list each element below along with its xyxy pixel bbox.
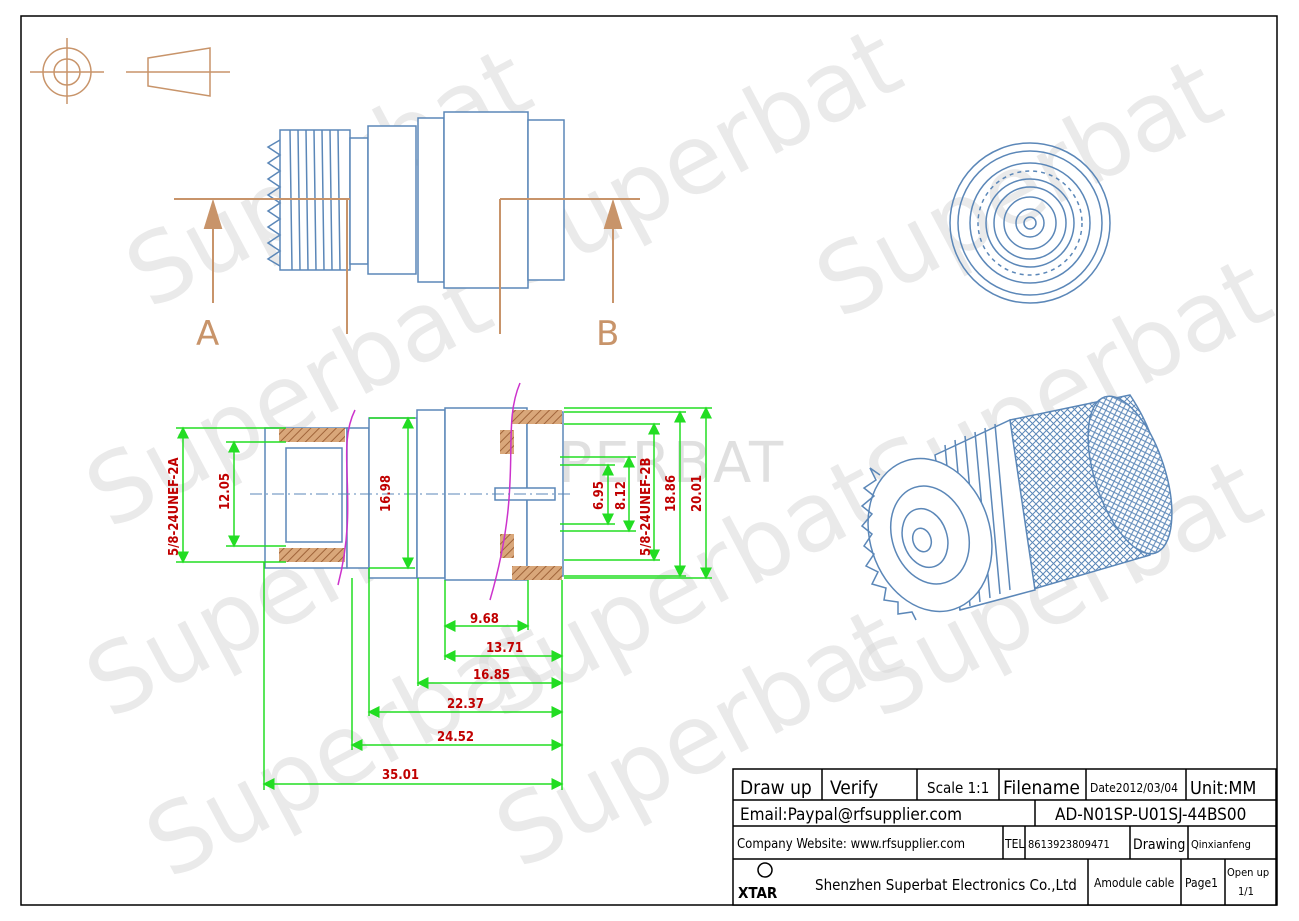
dim-thread-left: 5/8-24UNEF-2A bbox=[167, 457, 182, 556]
section-markers bbox=[174, 198, 640, 334]
break-lines bbox=[337, 382, 521, 601]
dimension-texts: 5/8-24UNEF-2A 12.05 16.98 6.95 8.12 5/8-… bbox=[167, 457, 705, 783]
title-block-text: Draw up Verify Scale 1:1 Filename Date20… bbox=[737, 777, 1269, 902]
dimension-lines bbox=[176, 406, 712, 790]
tb-unit: Unit:MM bbox=[1190, 778, 1256, 799]
tb-company: Shenzhen Superbat Electronics Co.,Ltd bbox=[815, 876, 1077, 894]
dim-16-98: 16.98 bbox=[379, 475, 394, 512]
dim-22-37: 22.37 bbox=[447, 697, 484, 712]
drawing-border bbox=[20, 15, 1278, 906]
dim-8-12: 8.12 bbox=[614, 481, 629, 510]
tb-logo: XTAR bbox=[738, 884, 778, 902]
tb-email: Email:Paypal@rfsupplier.com bbox=[740, 805, 962, 825]
section-label-b: B bbox=[596, 314, 619, 354]
tb-tel-label: TEL bbox=[1004, 837, 1024, 851]
dim-thread-right: 5/8-24UNEF-2B bbox=[639, 457, 654, 556]
perspective-view bbox=[860, 394, 1173, 621]
tb-filename: Filename bbox=[1003, 777, 1080, 799]
dim-18-86: 18.86 bbox=[664, 475, 679, 512]
xtar-logo-icon bbox=[757, 862, 773, 878]
tb-scale: Scale 1:1 bbox=[927, 779, 989, 797]
end-view bbox=[949, 142, 1111, 304]
tb-cable: Amodule cable bbox=[1094, 876, 1175, 890]
dim-16-85: 16.85 bbox=[473, 668, 510, 683]
dim-6-95: 6.95 bbox=[592, 481, 607, 510]
dim-20-01: 20.01 bbox=[690, 475, 705, 512]
tb-drawer: Qinxianfeng bbox=[1191, 838, 1251, 851]
tb-sheets: 1/1 bbox=[1238, 885, 1254, 898]
dim-35-01: 35.01 bbox=[382, 768, 419, 783]
projection-symbol bbox=[30, 38, 230, 104]
tb-part-no: AD-N01SP-U01SJ-44BS00 bbox=[1055, 805, 1246, 825]
dim-12-05: 12.05 bbox=[218, 473, 233, 510]
tb-verify: Verify bbox=[830, 777, 878, 799]
tb-tel: 8613923809471 bbox=[1028, 838, 1110, 851]
tb-draw-up: Draw up bbox=[740, 777, 812, 799]
tb-page: Page1 bbox=[1185, 876, 1218, 890]
section-label-a: A bbox=[196, 314, 219, 354]
tb-drawing: Drawing bbox=[1133, 837, 1185, 853]
tb-open-up: Open up bbox=[1227, 866, 1269, 879]
dim-13-71: 13.71 bbox=[486, 641, 523, 656]
tb-date: Date2012/03/04 bbox=[1090, 781, 1178, 795]
tb-website: Company Website: www.rfsupplier.com bbox=[737, 837, 965, 852]
title-block bbox=[732, 768, 1277, 906]
dim-9-68: 9.68 bbox=[470, 612, 499, 627]
dim-24-52: 24.52 bbox=[437, 730, 474, 745]
